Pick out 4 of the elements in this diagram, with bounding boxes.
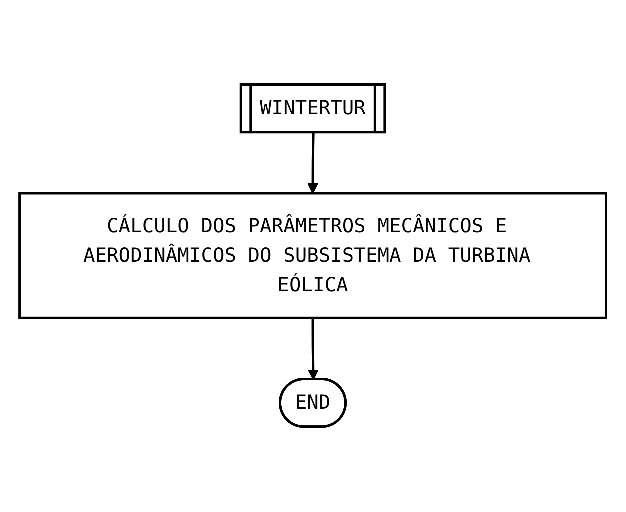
flowchart: WINTERTUR CÁLCULO DOS PARÂMETROS MECÂNICOS E AERODINÂMICOS DO SUBSISTEMA DA TURBINA EÓLICA END [10,75,616,437]
node-box [18,192,608,320]
arrow [308,318,319,380]
arrow [308,133,318,194]
